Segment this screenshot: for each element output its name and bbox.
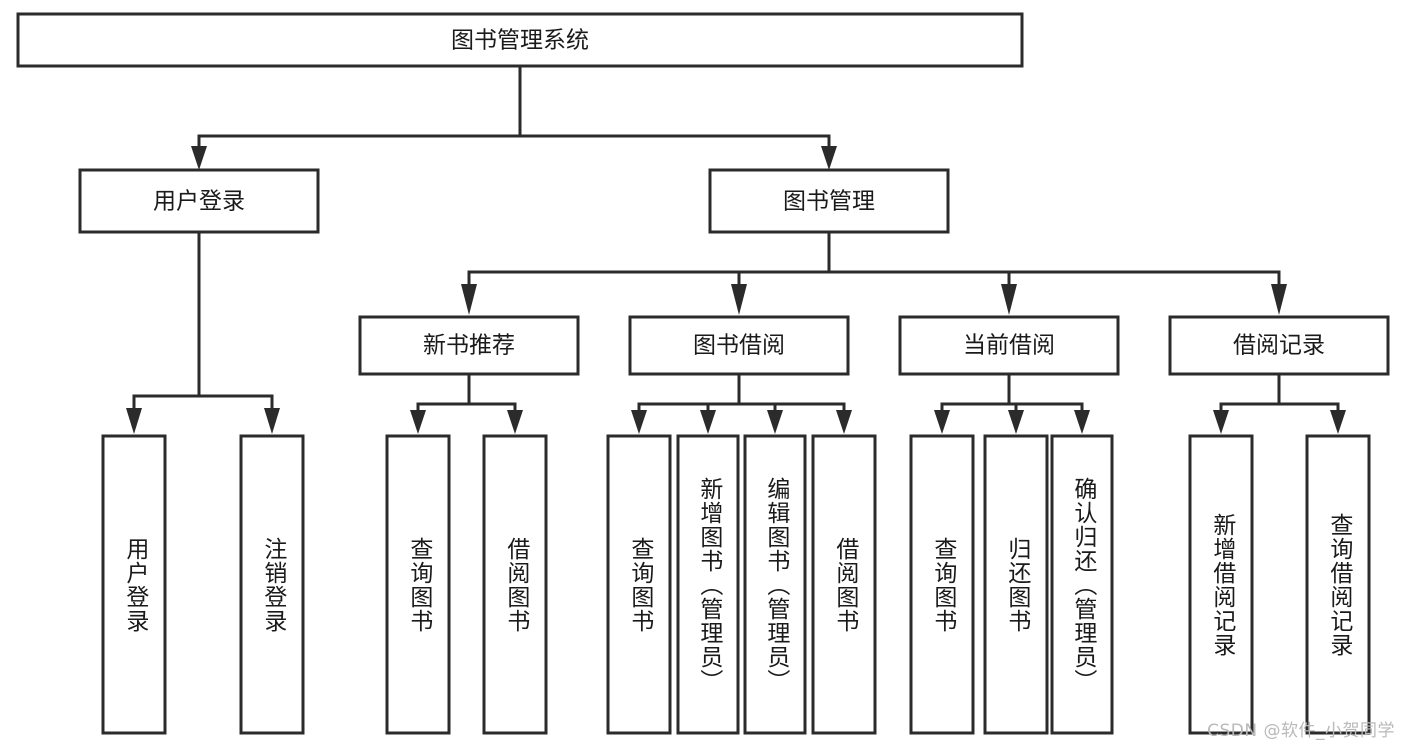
node-current-borrow[interactable]: 当前借阅	[898, 315, 1120, 376]
node-current-borrow-box[interactable]	[898, 315, 1120, 376]
leaf-query-book-bor-box[interactable]	[606, 434, 672, 735]
node-book-management-label: 图书管理	[783, 189, 875, 215]
leaf-query-record-box[interactable]	[1305, 434, 1371, 735]
arrow-head-leaf-query-book-cur	[934, 410, 950, 434]
leaf-query-book-cur-box[interactable]	[909, 434, 975, 735]
node-root-box[interactable]	[16, 12, 1024, 68]
node-user-login[interactable]: 用户登录	[78, 168, 320, 234]
leaf-edit-book-box[interactable]	[743, 434, 807, 735]
node-book-management-box[interactable]	[708, 168, 950, 234]
csdn-watermark: CSDN @软件_小贺同学	[1207, 721, 1395, 741]
node-new-book-recommend-box[interactable]	[358, 315, 580, 376]
arrow-head-leaf-edit-book	[767, 410, 783, 434]
node-borrow-record[interactable]: 借阅记录	[1168, 315, 1390, 376]
arrow-head-new-book-recommend	[461, 284, 477, 315]
leaf-return-book-box[interactable]	[983, 434, 1049, 735]
arrow-head-leaf-query-book-rec	[410, 410, 426, 434]
node-new-book-recommend-label: 新书推荐	[423, 333, 515, 359]
arrow-head-leaf-add-book	[700, 410, 716, 434]
arrow-head-leaf-user-login	[126, 408, 142, 434]
arrow-head-leaf-return-book	[1008, 410, 1024, 434]
leaf-borrow-book-bor-box[interactable]	[811, 434, 877, 735]
node-borrow-record-label: 借阅记录	[1233, 333, 1325, 359]
leaf-add-record-box[interactable]	[1188, 434, 1254, 735]
node-book-borrow[interactable]: 图书借阅	[628, 315, 850, 376]
arrow-head-book-management	[821, 146, 837, 170]
leaf-confirm-return-box[interactable]	[1050, 434, 1114, 735]
arrow-head-book-borrow	[731, 284, 747, 315]
arrow-head-current-borrow	[1001, 284, 1017, 315]
node-book-borrow-box[interactable]	[628, 315, 850, 376]
leaf-query-book-rec-box[interactable]	[385, 434, 451, 735]
node-book-management[interactable]: 图书管理	[708, 168, 950, 234]
arrow-head-leaf-borrow-book-bor	[836, 410, 852, 434]
connectors	[126, 64, 1346, 434]
arrow-head-borrow-record	[1271, 284, 1287, 315]
arrow-head-leaf-query-record	[1330, 410, 1346, 434]
leaf-add-book-box[interactable]	[676, 434, 740, 735]
leaf-boxes[interactable]	[101, 434, 1371, 735]
leaf-borrow-book-rec-box[interactable]	[482, 434, 548, 735]
arrow-head-leaf-confirm-return	[1074, 410, 1090, 434]
node-user-login-box[interactable]	[78, 168, 320, 234]
node-new-book-recommend[interactable]: 新书推荐	[358, 315, 580, 376]
node-root[interactable]: 图书管理系统	[16, 12, 1024, 68]
leaf-user-logout-box[interactable]	[239, 434, 305, 735]
arrow-head-leaf-user-logout	[264, 408, 280, 434]
arrow-head-leaf-query-book-bor	[631, 410, 647, 434]
arrow-head-user-login	[191, 146, 207, 170]
node-current-borrow-label: 当前借阅	[963, 333, 1055, 359]
leaf-user-login-box[interactable]	[101, 434, 167, 735]
node-user-login-label: 用户登录	[153, 189, 245, 215]
arrow-head-leaf-borrow-book-rec	[507, 410, 523, 434]
node-book-borrow-label: 图书借阅	[693, 333, 785, 359]
node-root-label: 图书管理系统	[451, 28, 589, 54]
arrow-head-leaf-add-record	[1213, 410, 1229, 434]
node-borrow-record-box[interactable]	[1168, 315, 1390, 376]
